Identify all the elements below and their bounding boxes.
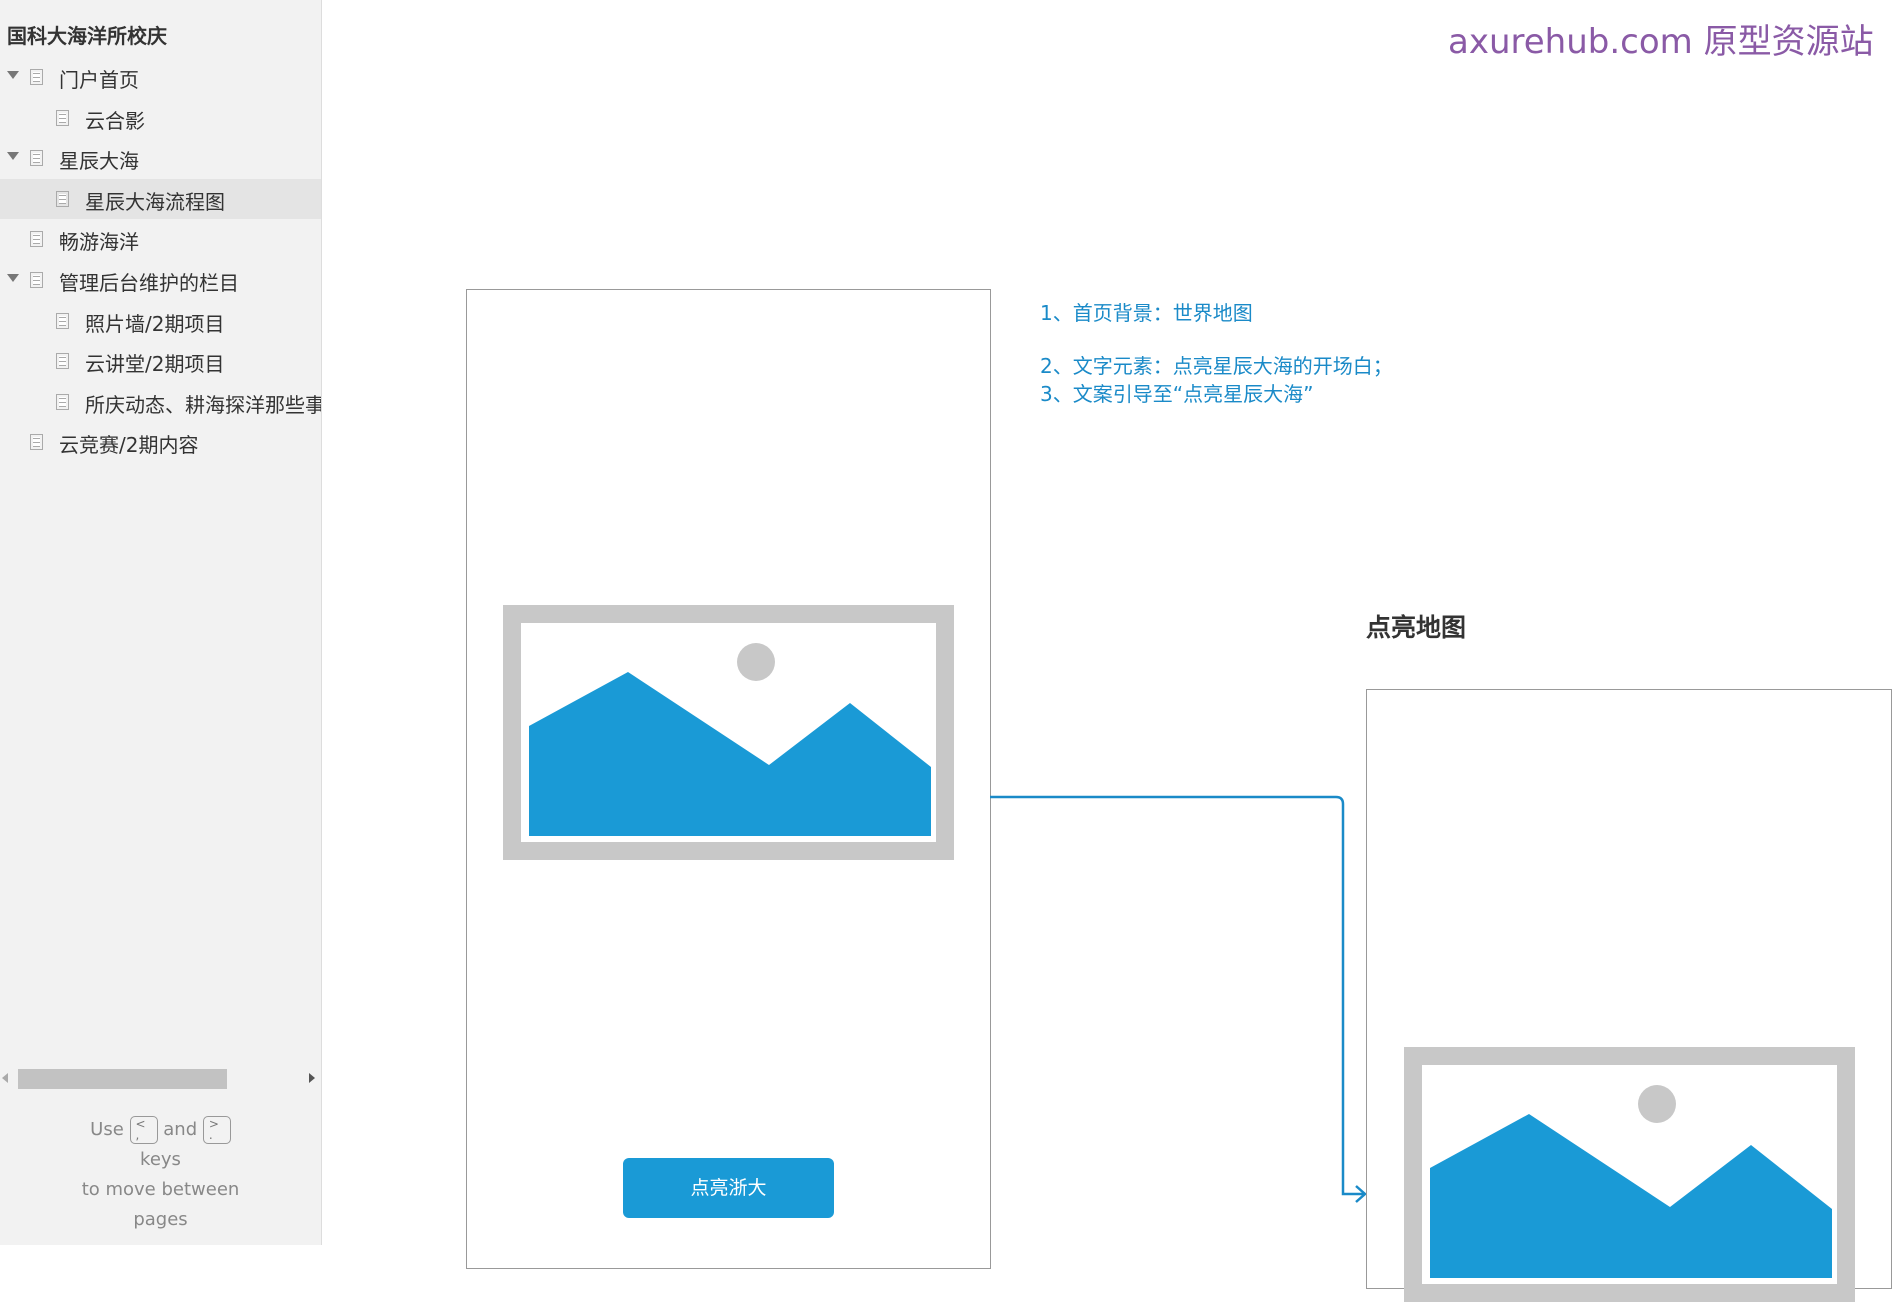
hint-and: and bbox=[163, 1119, 198, 1140]
page-icon bbox=[56, 190, 69, 207]
page-icon bbox=[30, 150, 43, 167]
expand-triangle-icon[interactable] bbox=[7, 71, 19, 79]
note-2: 2、文字元素：点亮星辰大海的开场白； bbox=[1040, 354, 1393, 378]
scroll-right-arrow-icon[interactable] bbox=[309, 1073, 315, 1083]
hint-move: to move between bbox=[81, 1179, 240, 1200]
hint-pages: pages bbox=[133, 1209, 188, 1230]
page-tree-label: 云讲堂/2期项目 bbox=[85, 352, 225, 377]
page-tree-item[interactable]: 星辰大海 bbox=[0, 138, 321, 178]
page-icon bbox=[56, 109, 69, 126]
page-tree-item[interactable]: 云合影 bbox=[0, 98, 321, 138]
hint-use: Use bbox=[90, 1119, 124, 1140]
page-tree-label: 管理后台维护的栏目 bbox=[59, 271, 239, 295]
page-tree-label: 星辰大海 bbox=[59, 149, 139, 174]
expand-triangle-icon[interactable] bbox=[7, 152, 19, 161]
map-image-placeholder bbox=[1404, 1047, 1855, 1302]
page-icon bbox=[30, 69, 43, 85]
note-1: 1、首页背景：世界地图 bbox=[1040, 301, 1253, 325]
page-icon bbox=[30, 272, 43, 288]
sidebar: 国科大海洋所校庆 门户首页云合影星辰大海星辰大海流程图畅游海洋管理后台维护的栏目… bbox=[0, 0, 322, 1245]
page-icon bbox=[56, 353, 69, 370]
arrow-head-icon bbox=[1355, 1185, 1367, 1203]
page-tree-item[interactable]: 照片墙/2期项目 bbox=[0, 301, 321, 341]
page-tree-item[interactable]: 门户首页 bbox=[0, 57, 321, 97]
page-tree-label: 云合影 bbox=[85, 108, 145, 133]
page-tree-label: 照片墙/2期项目 bbox=[85, 311, 225, 336]
hint-keys: keys bbox=[140, 1149, 181, 1170]
scrollbar-thumb[interactable] bbox=[18, 1069, 227, 1089]
scroll-left-arrow-icon[interactable] bbox=[2, 1073, 8, 1083]
watermark: axurehub.com 原型资源站 bbox=[1448, 22, 1874, 62]
page-icon bbox=[56, 312, 69, 329]
light-up-button[interactable]: 点亮浙大 bbox=[623, 1158, 834, 1218]
image-placeholder-icon bbox=[1430, 1085, 1832, 1278]
page-tree-item[interactable]: 星辰大海流程图 bbox=[0, 178, 321, 219]
page-icon bbox=[30, 434, 43, 451]
image-placeholder bbox=[503, 605, 954, 860]
page-icon bbox=[30, 231, 43, 248]
page-icon bbox=[56, 393, 69, 410]
page-tree-label: 畅游海洋 bbox=[59, 230, 139, 255]
image-placeholder-icon bbox=[529, 643, 931, 836]
next-key-icon: >. bbox=[202, 1116, 231, 1144]
page-tree-item[interactable]: 畅游海洋 bbox=[0, 219, 321, 259]
prev-key-icon: <, bbox=[129, 1116, 158, 1144]
keyboard-hint: Use <, and >. keys to move between pages bbox=[0, 1115, 321, 1235]
map-page-title: 点亮地图 bbox=[1366, 613, 1467, 642]
page-tree-label: 云竞赛/2期内容 bbox=[59, 433, 199, 458]
page-tree-item[interactable]: 云竞赛/2期内容 bbox=[0, 422, 321, 462]
page-tree-item[interactable]: 管理后台维护的栏目 bbox=[0, 260, 321, 300]
page-tree-label: 星辰大海流程图 bbox=[85, 189, 225, 214]
page-tree-item[interactable]: 云讲堂/2期项目 bbox=[0, 341, 321, 381]
expand-triangle-icon[interactable] bbox=[7, 274, 19, 282]
page-tree-label: 所庆动态、耕海探洋那些事 bbox=[85, 392, 322, 417]
page-tree-label: 门户首页 bbox=[59, 68, 139, 92]
project-title: 国科大海洋所校庆 bbox=[7, 24, 167, 48]
page-tree-item[interactable]: 所庆动态、耕海探洋那些事 bbox=[0, 382, 321, 422]
note-3: 3、文案引导至“点亮星辰大海” bbox=[1040, 382, 1314, 406]
horizontal-scrollbar[interactable] bbox=[0, 1068, 321, 1089]
